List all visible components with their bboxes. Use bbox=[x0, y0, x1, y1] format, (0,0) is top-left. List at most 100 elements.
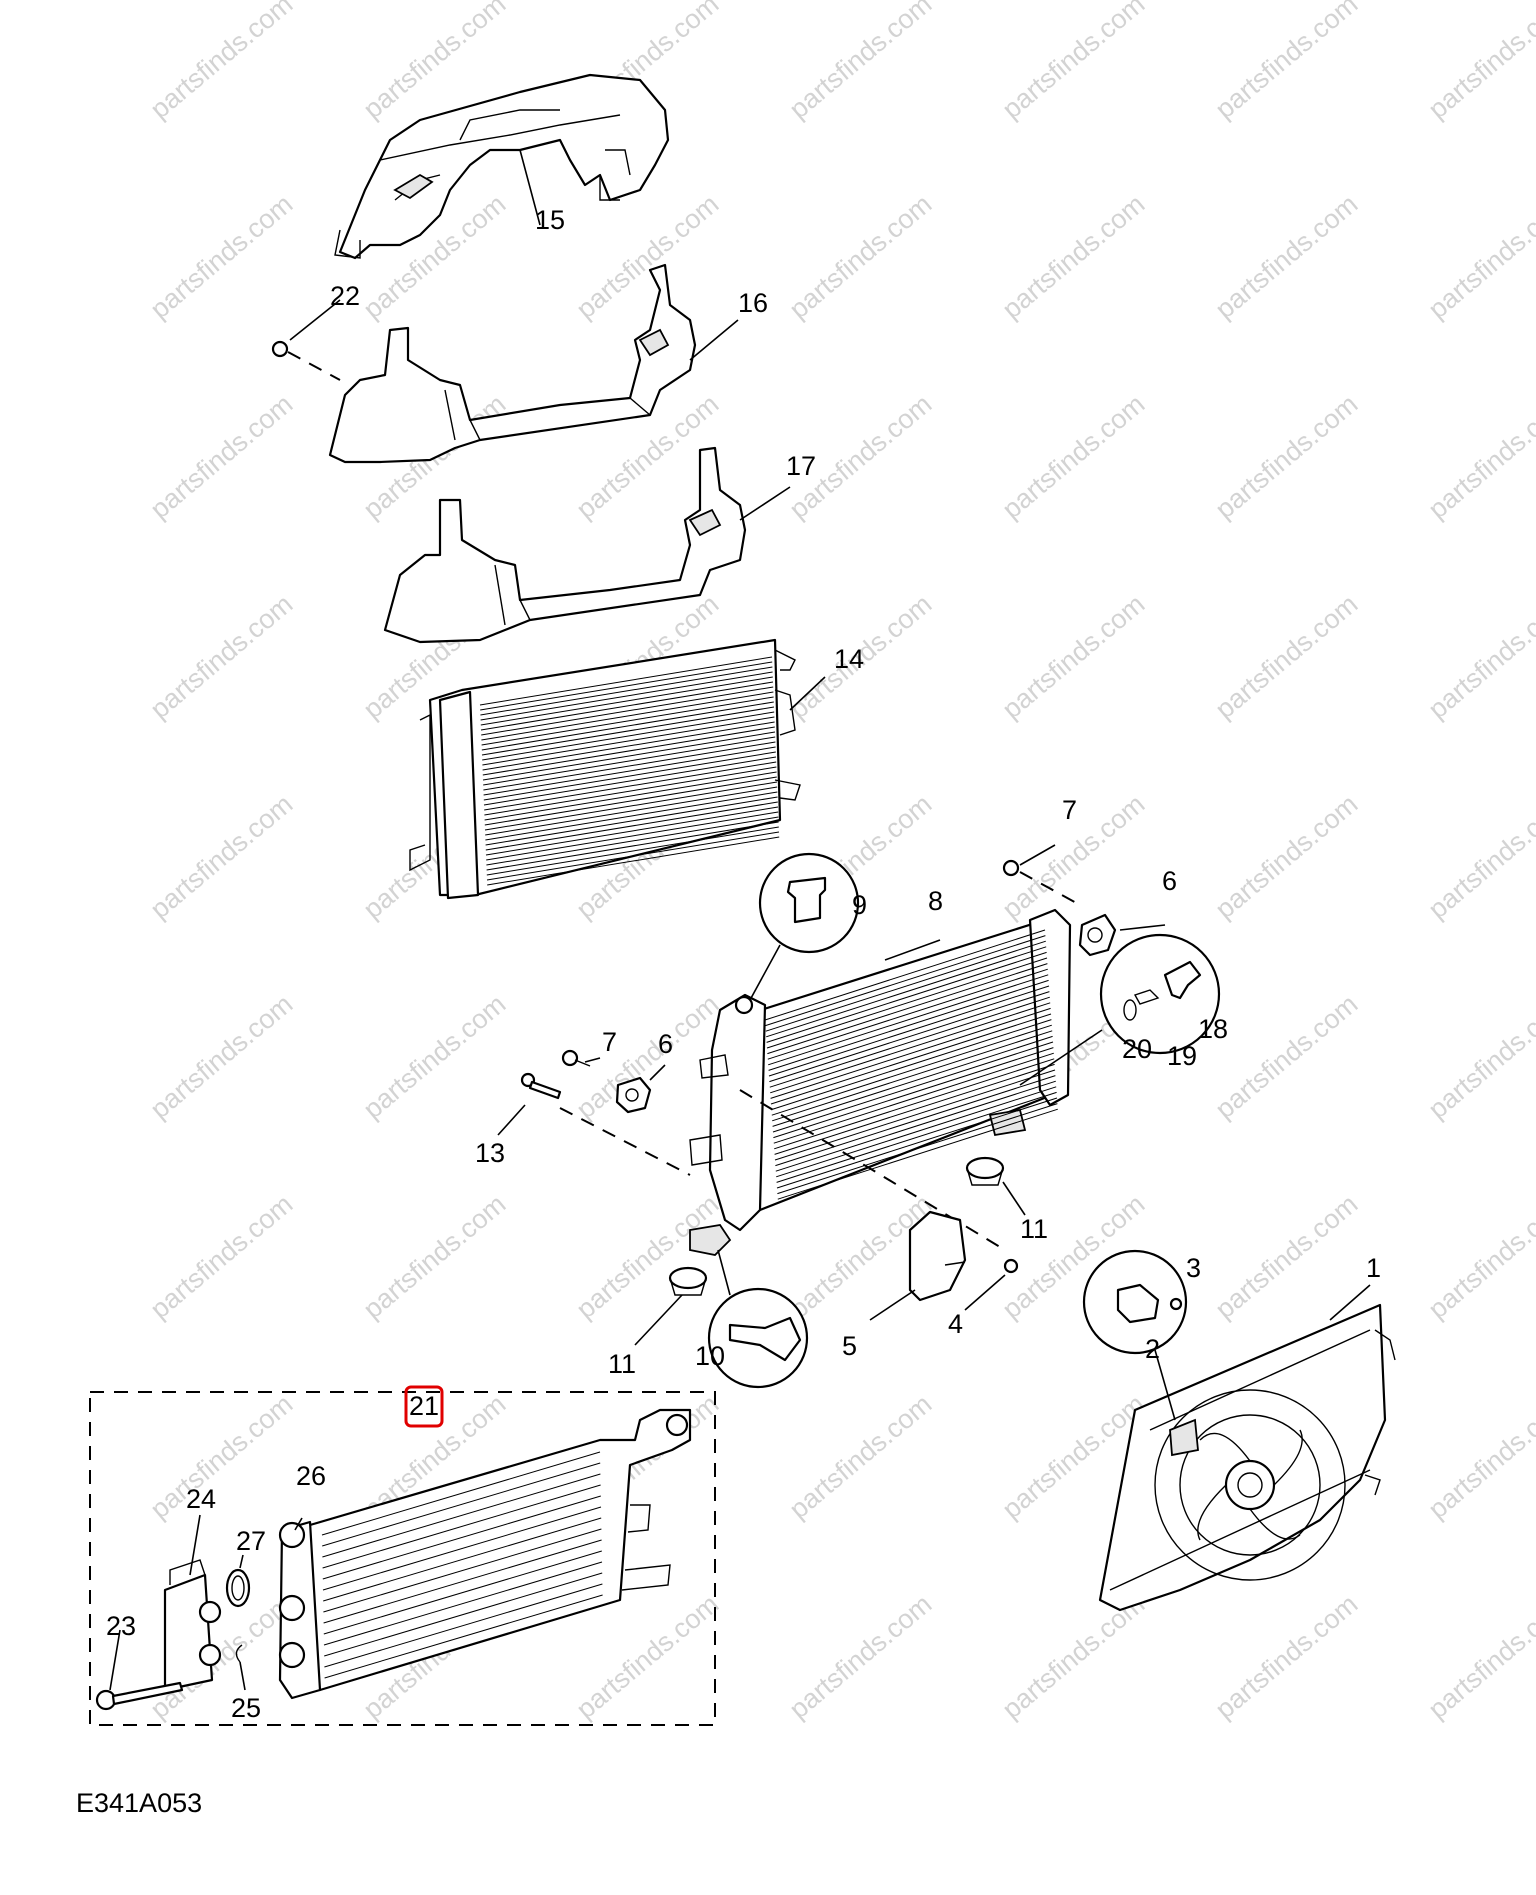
watermark-text: partsfinds.com bbox=[1423, 389, 1536, 525]
fin-line bbox=[485, 806, 779, 856]
fin-line bbox=[323, 1528, 602, 1613]
fin-line bbox=[767, 963, 1048, 1055]
oil-cooler-fins bbox=[321, 1451, 603, 1679]
fin-line bbox=[485, 801, 778, 851]
fin-line bbox=[768, 985, 1050, 1077]
fin-line bbox=[481, 696, 774, 746]
watermark-text: partsfinds.com bbox=[784, 0, 938, 125]
fin-line bbox=[770, 1013, 1052, 1105]
callout-25: 25 bbox=[231, 1693, 261, 1723]
fin-line bbox=[481, 686, 774, 736]
part-7-bolt-upper bbox=[1002, 859, 1081, 906]
watermark-text: partsfinds.com bbox=[1423, 1589, 1536, 1725]
condenser-fins bbox=[479, 656, 780, 886]
callout-2: 2 bbox=[1145, 1334, 1160, 1364]
fin-line bbox=[486, 826, 779, 876]
radiator-fins bbox=[764, 929, 1058, 1200]
part-16-lower-shroud bbox=[328, 263, 697, 464]
watermark-text: partsfinds.com bbox=[1210, 589, 1364, 725]
part-22-bolt bbox=[271, 340, 341, 381]
fin-line bbox=[480, 676, 773, 726]
fin-line bbox=[485, 786, 778, 836]
kit-21-boundary bbox=[89, 1391, 716, 1726]
watermark-text: partsfinds.com bbox=[1210, 189, 1364, 325]
watermark-text: partsfinds.com bbox=[145, 1389, 299, 1525]
fin-line bbox=[480, 681, 774, 731]
callout-5: 5 bbox=[842, 1331, 857, 1361]
callout-23: 23 bbox=[106, 1611, 136, 1641]
watermark-text: partsfinds.com bbox=[358, 989, 512, 1125]
callout-17: 17 bbox=[786, 451, 816, 481]
fin-line bbox=[766, 951, 1047, 1043]
callout-19: 19 bbox=[1167, 1041, 1197, 1071]
watermark-text: partsfinds.com bbox=[1210, 0, 1364, 125]
fin-line bbox=[482, 721, 775, 771]
fin-line bbox=[772, 1030, 1053, 1122]
watermark-text: partsfinds.com bbox=[145, 189, 299, 325]
fin-line bbox=[486, 821, 779, 871]
fin-line bbox=[483, 756, 777, 806]
fin-line bbox=[776, 1086, 1057, 1178]
part-6-mount-upper bbox=[1078, 913, 1117, 957]
leader-lines bbox=[109, 149, 1371, 1691]
fin-line bbox=[481, 706, 775, 756]
watermark-text: partsfinds.com bbox=[145, 989, 299, 1125]
fin-line bbox=[485, 791, 778, 841]
callout-8: 8 bbox=[928, 886, 943, 916]
part-7-bolt-lower bbox=[561, 1049, 591, 1067]
fin-line bbox=[480, 671, 773, 721]
watermark-text: partsfinds.com bbox=[145, 589, 299, 725]
fin-line bbox=[483, 741, 776, 791]
callout-6-upper: 6 bbox=[1162, 866, 1177, 896]
part-8-radiator bbox=[689, 908, 1072, 1256]
watermark-text: partsfinds.com bbox=[571, 1589, 725, 1725]
highlight-21 bbox=[404, 1385, 444, 1428]
fin-line bbox=[322, 1495, 601, 1580]
fin-line bbox=[770, 1002, 1051, 1094]
watermark-text: partsfinds.com bbox=[145, 0, 299, 125]
part-9-detail bbox=[749, 852, 860, 1001]
fin-line bbox=[483, 751, 776, 801]
fin-line bbox=[771, 1024, 1052, 1116]
fin-line bbox=[769, 991, 1050, 1083]
callout-7-upper: 7 bbox=[1062, 795, 1077, 825]
part-11-grommet-left bbox=[668, 1266, 708, 1296]
fin-line bbox=[484, 771, 777, 821]
fin-line bbox=[771, 1019, 1052, 1111]
fin-line bbox=[777, 1103, 1058, 1195]
callout-11-right: 11 bbox=[1020, 1214, 1048, 1244]
part-14-condenser bbox=[409, 638, 801, 900]
part-17-lower-shroud bbox=[383, 446, 747, 644]
fin-line bbox=[480, 666, 773, 716]
fin-line bbox=[772, 1035, 1053, 1127]
fin-line bbox=[486, 831, 780, 881]
callout-4: 4 bbox=[948, 1309, 963, 1339]
fin-line bbox=[774, 1069, 1056, 1161]
fin-line bbox=[768, 979, 1049, 1071]
fin-line bbox=[321, 1451, 601, 1536]
part-13-bolt bbox=[520, 1072, 691, 1176]
watermark-text: partsfinds.com bbox=[997, 1589, 1151, 1725]
part-10-detail bbox=[707, 1249, 809, 1389]
watermark-text: partsfinds.com bbox=[997, 389, 1151, 525]
fin-line bbox=[770, 1007, 1051, 1099]
fin-line bbox=[776, 1097, 1058, 1189]
watermark-text: partsfinds.com bbox=[145, 789, 299, 925]
watermark-text: partsfinds.com bbox=[997, 0, 1151, 125]
fin-line bbox=[482, 711, 775, 761]
diagram-code: E341A053 bbox=[76, 1788, 202, 1818]
watermark-text: partsfinds.com bbox=[571, 989, 725, 1125]
callout-16: 16 bbox=[738, 288, 768, 318]
fin-line bbox=[776, 1091, 1057, 1183]
watermark-text: partsfinds.com bbox=[1210, 789, 1364, 925]
watermark-text: partsfinds.com bbox=[145, 389, 299, 525]
callout-14: 14 bbox=[834, 644, 864, 674]
callout-1: 1 bbox=[1366, 1253, 1381, 1283]
fin-line bbox=[768, 974, 1049, 1066]
fin-line bbox=[324, 1583, 603, 1668]
fin-line bbox=[323, 1539, 602, 1624]
watermark-text: partsfinds.com bbox=[1210, 389, 1364, 525]
fin-line bbox=[484, 761, 777, 811]
callout-18: 18 bbox=[1198, 1014, 1228, 1044]
